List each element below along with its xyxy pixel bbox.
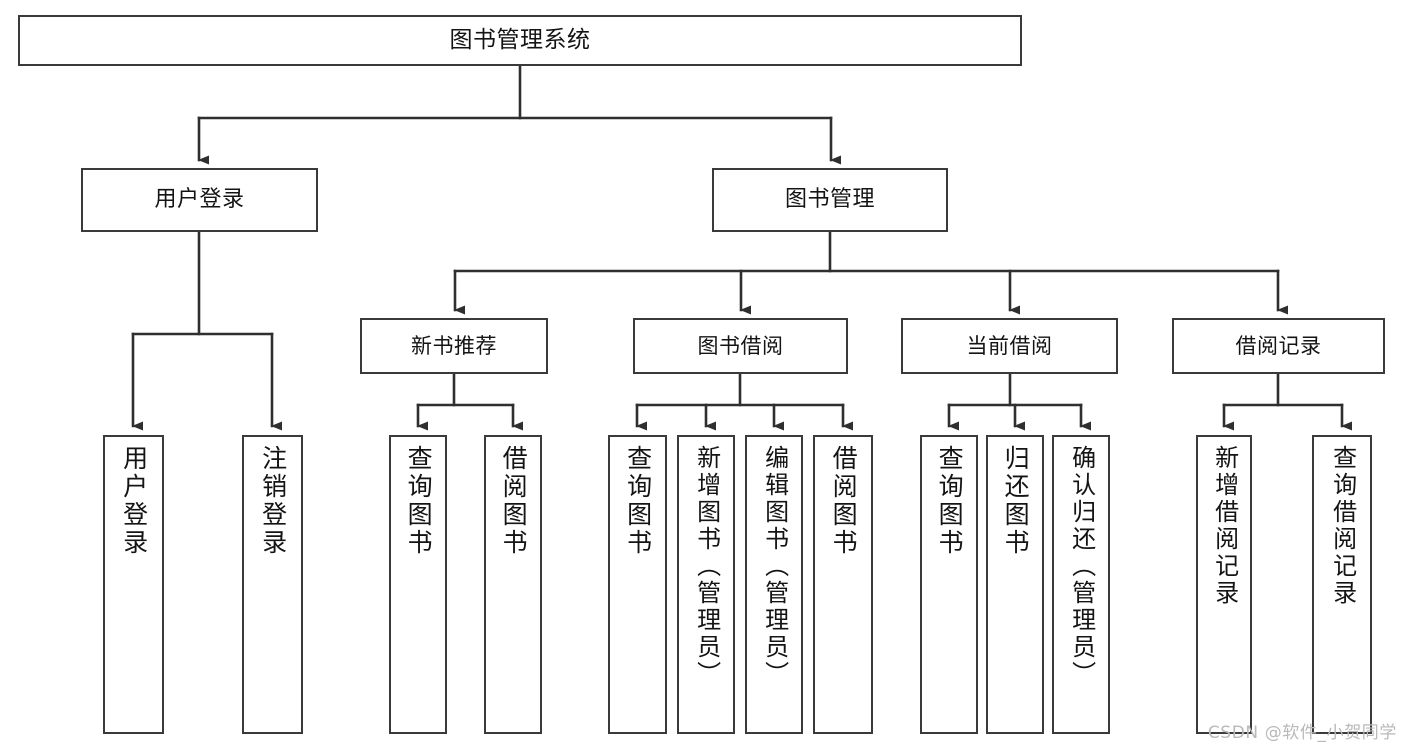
leaf-new-book-query-book[interactable]: 查询图书	[389, 435, 447, 734]
node-label: 用户登录	[119, 445, 149, 557]
node-current-borrow[interactable]: 当前借阅	[901, 318, 1118, 374]
leaf-user-login-login[interactable]: 用户登录	[103, 435, 164, 734]
node-label: 当前借阅	[966, 333, 1053, 358]
node-label: 新增图书（管理员）	[692, 445, 721, 688]
node-label: 确认归还（管理员）	[1067, 445, 1096, 688]
node-label: 图书管理	[784, 187, 875, 213]
node-label: 编辑图书（管理员）	[760, 445, 789, 688]
node-label: 新增借阅记录	[1210, 445, 1239, 607]
node-user-login[interactable]: 用户登录	[81, 168, 318, 232]
leaf-current-borrow-confirm-return-admin[interactable]: 确认归还（管理员）	[1052, 435, 1110, 734]
node-label: 查询图书	[935, 445, 965, 557]
node-borrow-record[interactable]: 借阅记录	[1172, 318, 1385, 374]
leaf-book-borrow-edit-book-admin[interactable]: 编辑图书（管理员）	[745, 435, 803, 734]
node-book-borrow[interactable]: 图书借阅	[633, 318, 848, 374]
leaf-borrow-record-query-record[interactable]: 查询借阅记录	[1312, 435, 1372, 734]
watermark-csdn: CSDN @软件_小贺同学	[1207, 723, 1397, 743]
node-label: 借阅图书	[829, 445, 859, 557]
node-new-book-recommend[interactable]: 新书推荐	[360, 318, 548, 374]
leaf-book-borrow-borrow-book[interactable]: 借阅图书	[813, 435, 873, 734]
node-book-management[interactable]: 图书管理	[712, 168, 948, 232]
node-label: 图书管理系统	[449, 26, 591, 53]
node-label: 查询图书	[404, 445, 434, 557]
node-label: 查询借阅记录	[1328, 445, 1357, 607]
node-label: 注销登录	[258, 445, 288, 557]
node-label: 归还图书	[1001, 445, 1031, 557]
node-label: 新书推荐	[411, 333, 497, 358]
node-label: 查询图书	[623, 445, 653, 557]
leaf-book-borrow-query-book[interactable]: 查询图书	[608, 435, 667, 734]
leaf-current-borrow-query-book[interactable]: 查询图书	[920, 435, 978, 734]
node-label: 借阅记录	[1235, 333, 1322, 358]
node-label: 用户登录	[154, 187, 245, 213]
node-label: 借阅图书	[499, 445, 529, 557]
leaf-borrow-record-add-record[interactable]: 新增借阅记录	[1196, 435, 1252, 734]
leaf-user-login-logout[interactable]: 注销登录	[242, 435, 303, 734]
leaf-book-borrow-add-book-admin[interactable]: 新增图书（管理员）	[677, 435, 735, 734]
leaf-current-borrow-return-book[interactable]: 归还图书	[986, 435, 1044, 734]
node-label: 图书借阅	[697, 333, 784, 358]
leaf-new-book-borrow-book[interactable]: 借阅图书	[484, 435, 542, 734]
node-root-book-management-system[interactable]: 图书管理系统	[18, 15, 1022, 66]
